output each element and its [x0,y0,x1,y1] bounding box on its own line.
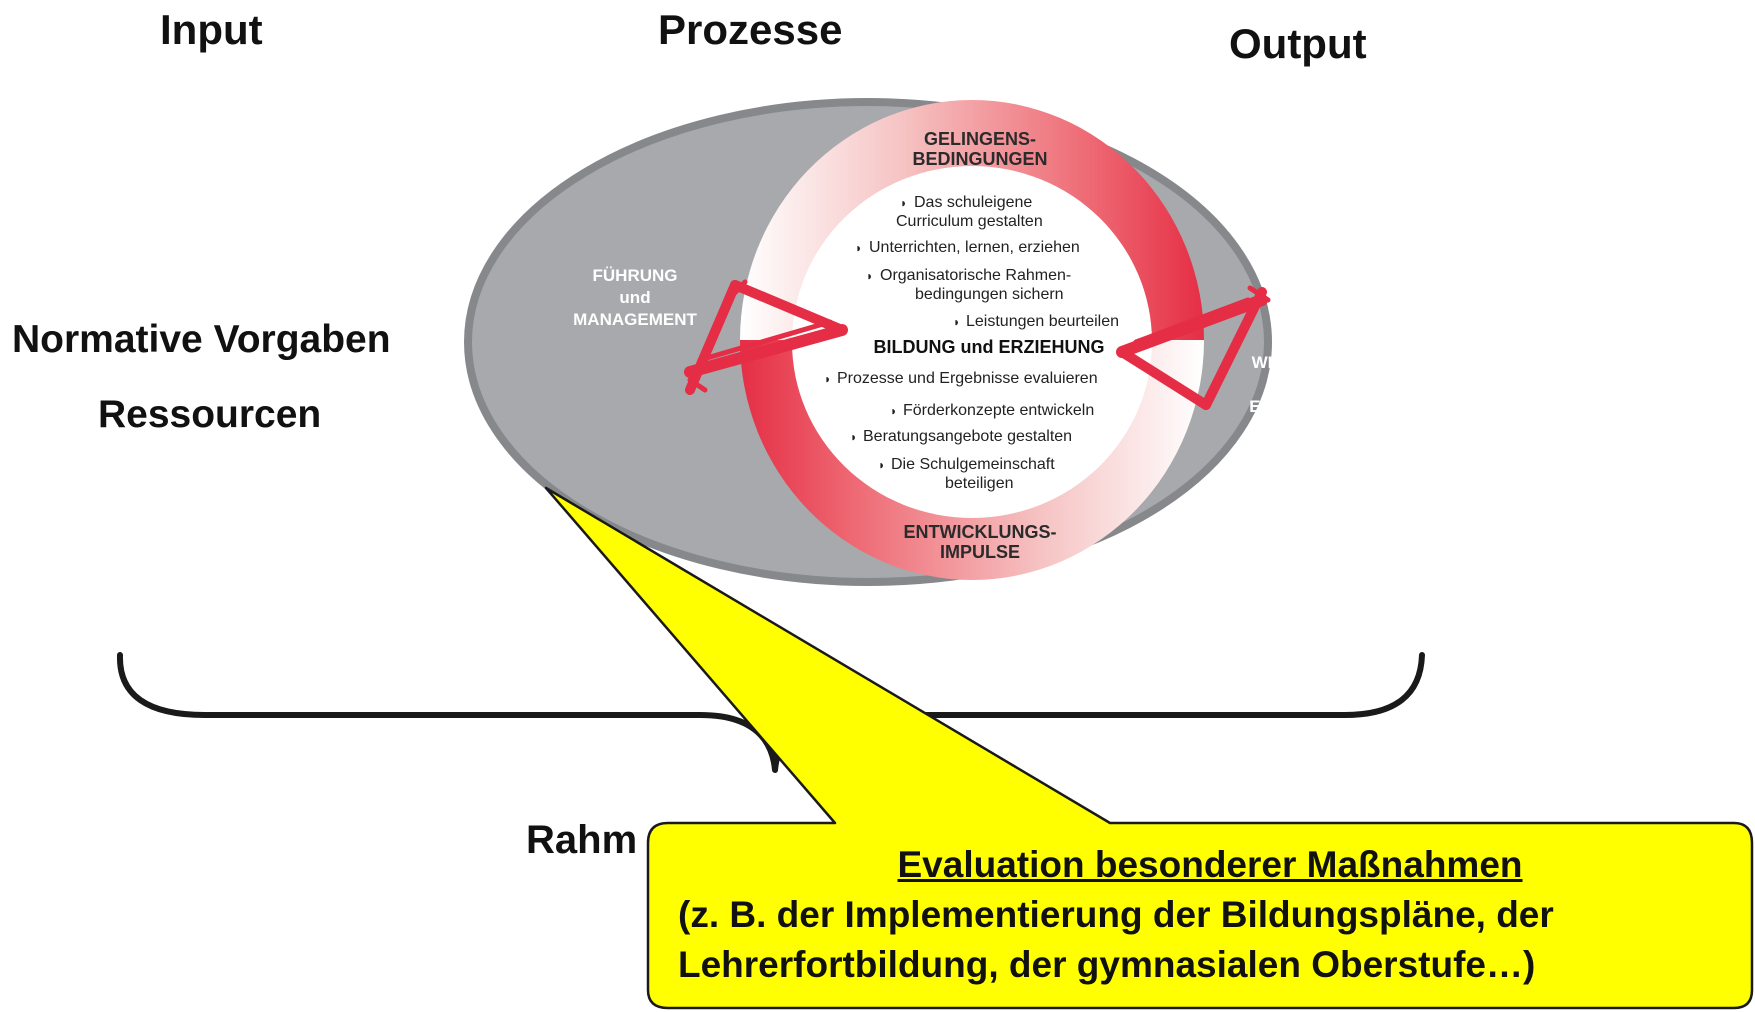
fuehrung-label-und: und [619,288,650,307]
item-foerderkonzepte: Förderkonzepte entwickeln [903,402,1094,419]
item-organisatorisch-2: bedingungen sichern [915,286,1064,303]
bullet-icon: ◗ [900,196,907,210]
callout-line-1: (z. B. der Implementierung der Bildungsp… [678,894,1554,935]
label-ressourcen: Ressourcen [98,393,322,436]
bullet-icon: ◗ [866,269,873,283]
bullet-icon: ◗ [953,315,960,329]
item-schulgemeinschaft-2: beteiligen [945,475,1014,492]
fuehrung-label: FÜHRUNG [593,266,678,285]
bullet-icon: ◗ [850,430,857,444]
item-prozesse: Prozesse und Ergebnisse evaluieren [837,370,1098,387]
header-input: Input [160,6,263,53]
ring [740,100,1204,580]
item-schulgemeinschaft-1: Die Schulgemeinschaft [891,456,1055,473]
item-unterrichten: Unterrichten, lernen, erziehen [869,239,1080,256]
evaluation-callout [544,486,1754,1010]
bullet-icon: ◗ [855,241,862,255]
header-prozesse: Prozesse [658,6,843,53]
label-rahmen-partial: Rahm [526,818,638,862]
bullet-icon: ◗ [824,372,831,386]
item-curriculum-2: Curriculum gestalten [896,213,1043,230]
center-title: BILDUNG und ERZIEHUNG [874,337,1105,357]
left-arrow-icon [684,279,848,395]
item-organisatorisch-1: Organisatorische Rahmen- [880,267,1071,284]
callout-text: Evaluation besonderer Maßnahmen (z. B. d… [650,840,1740,1000]
bullet-icon: ◗ [878,458,885,472]
fuehrung-label-management: MANAGEMENT [573,310,697,329]
ring-top-label: GELINGENS- [924,129,1036,149]
wirkungen-label: WIRKUNGEN [1252,353,1359,372]
wirkungen-label-ergebnisse: ERGEBNISSE [1249,397,1360,416]
wirkungen-label-und: und [1289,375,1320,394]
ring-bottom-label-2: IMPULSE [940,542,1020,562]
callout-title: Evaluation besonderer Maßnahmen [897,844,1523,885]
item-curriculum-1: Das schuleigene [914,194,1032,211]
item-leistungen: Leistungen beurteilen [966,313,1119,330]
right-arrow-icon [1116,285,1271,410]
curly-brace [116,652,1425,773]
header-output: Output [1229,20,1367,67]
item-beratung: Beratungsangebote gestalten [863,428,1072,445]
callout-line-2: Lehrerfortbildung, der gymnasialen Obers… [678,944,1536,985]
center-items: ◗ Das schuleigene Curriculum gestalten ◗… [824,194,1119,492]
ring-top-label-2: BEDINGUNGEN [912,149,1047,169]
bullet-icon: ◗ [890,404,897,418]
label-normative-vorgaben: Normative Vorgaben [12,318,391,361]
ring-bottom-label: ENTWICKLUNGS- [904,522,1057,542]
